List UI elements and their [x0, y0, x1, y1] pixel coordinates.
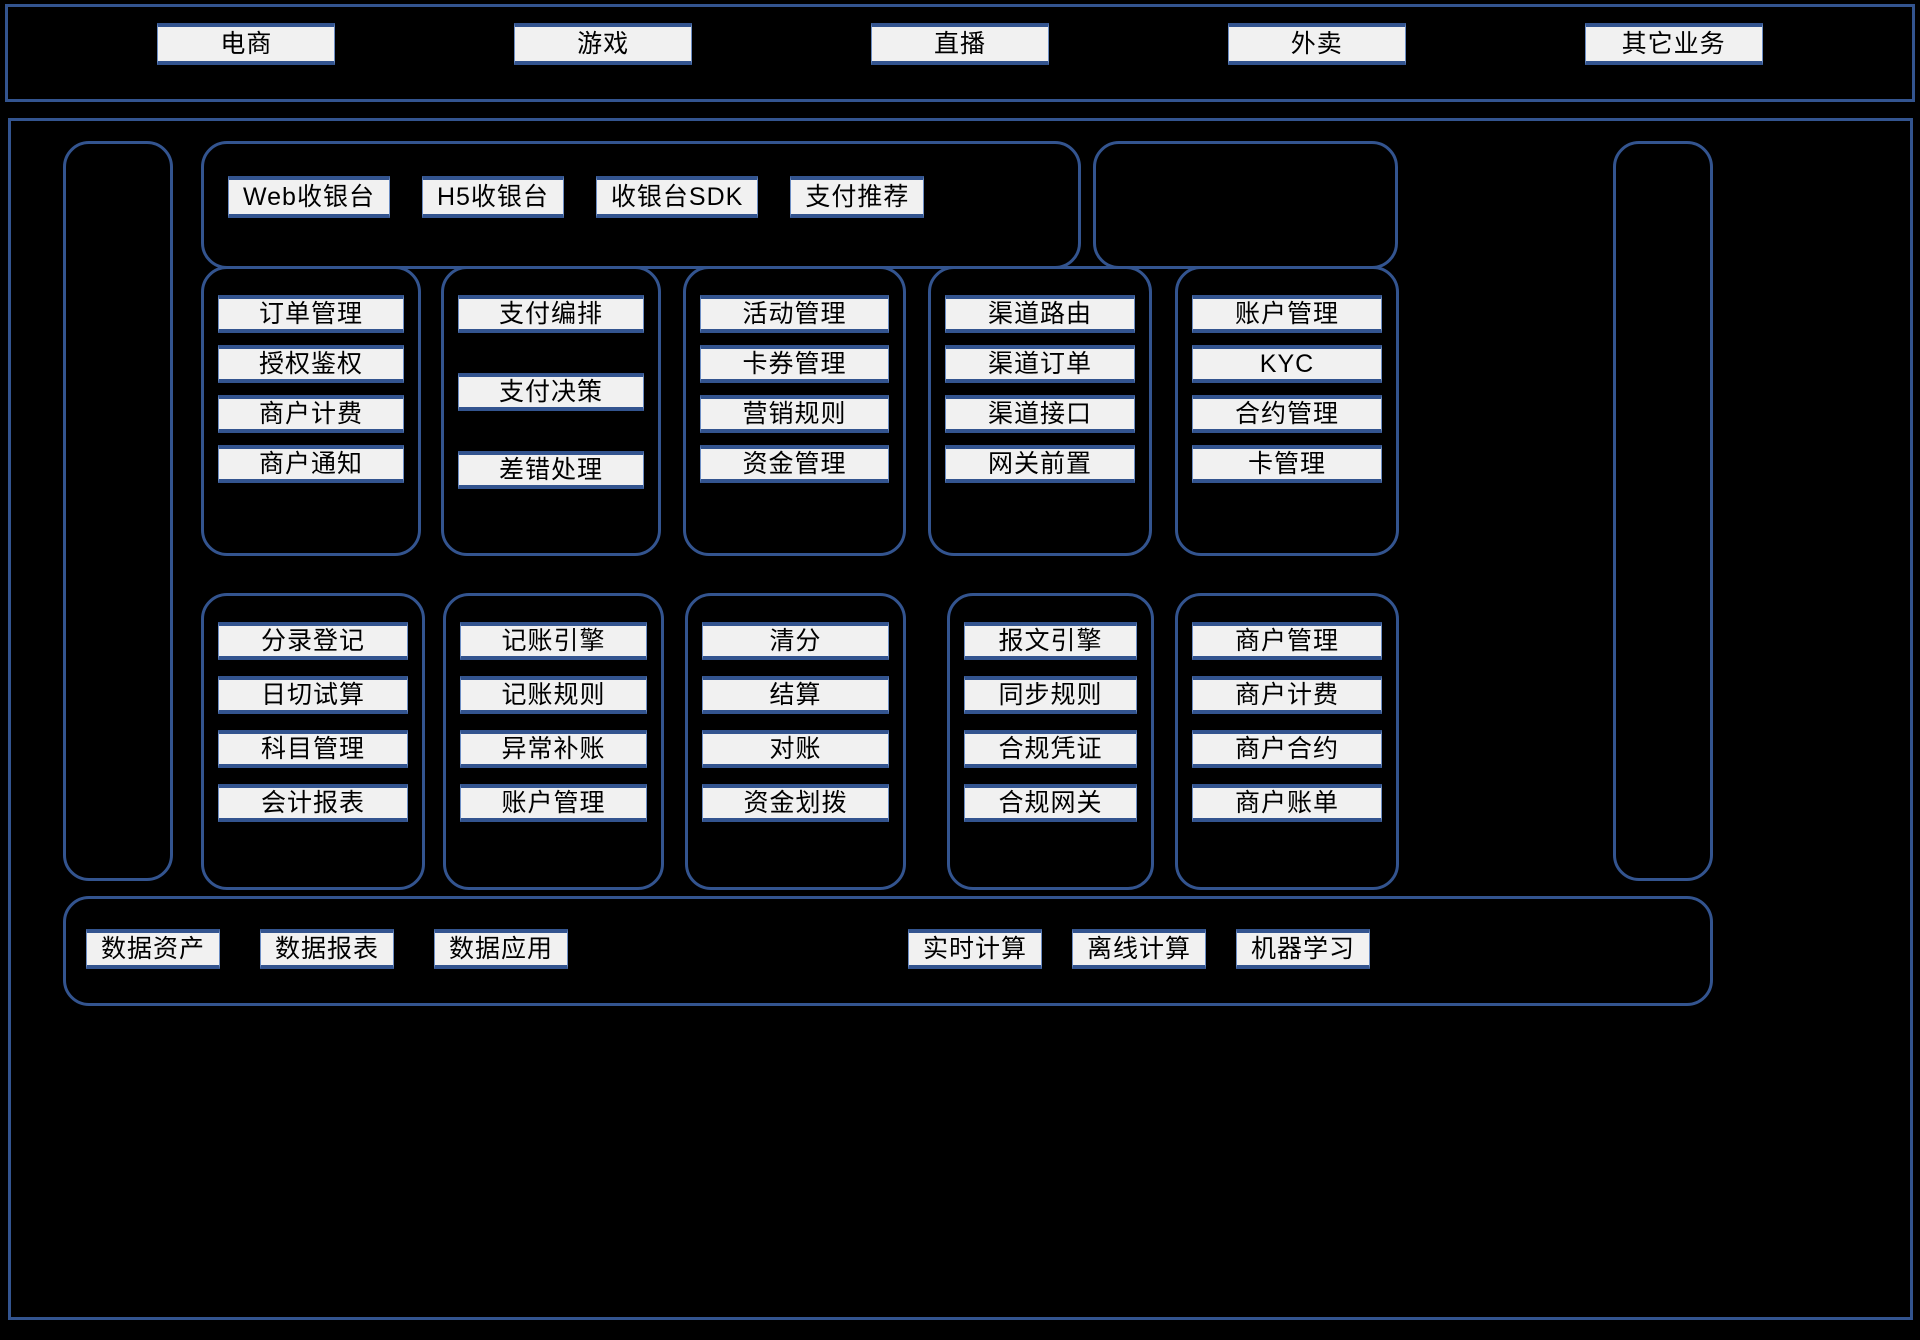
- account-item-account-management[interactable]: 账户管理: [1192, 295, 1382, 333]
- data-item-reports[interactable]: 数据报表: [260, 929, 395, 969]
- bookkeeping-entry-group: 分录登记 日切试算 科目管理 会计报表: [201, 593, 425, 890]
- order-items: 订单管理 授权鉴权 商户计费 商户通知: [218, 295, 404, 483]
- clearing-item-split[interactable]: 清分: [702, 622, 889, 660]
- payment-item-orchestration[interactable]: 支付编排: [458, 295, 644, 333]
- marketing-item-rules[interactable]: 营销规则: [700, 395, 889, 433]
- account-item-kyc[interactable]: KYC: [1192, 345, 1382, 383]
- bookkeeping-entry-items: 分录登记 日切试算 科目管理 会计报表: [218, 622, 408, 822]
- order-item-merchant-billing[interactable]: 商户计费: [218, 395, 404, 433]
- clearing-items: 清分 结算 对账 资金划拨: [702, 622, 889, 822]
- channel-item-interface[interactable]: 渠道接口: [945, 395, 1135, 433]
- marketing-item-campaign[interactable]: 活动管理: [700, 295, 889, 333]
- right-rail-group: [1613, 141, 1713, 881]
- merchant-item-statement[interactable]: 商户账单: [1192, 784, 1382, 822]
- payment-platform-frame: Web收银台 H5收银台 收银台SDK 支付推荐 订单管理 授权鉴权 商户计费 …: [8, 118, 1913, 1320]
- marketing-group: 活动管理 卡券管理 营销规则 资金管理: [683, 266, 906, 556]
- bookkeeping-item-daily-cutoff[interactable]: 日切试算: [218, 676, 408, 714]
- business-line-game[interactable]: 游戏: [514, 23, 693, 65]
- left-rail-group: [63, 141, 173, 881]
- payment-orchestration-group: 支付编排 支付决策 差错处理: [441, 266, 661, 556]
- clearing-item-fund-transfer[interactable]: 资金划拨: [702, 784, 889, 822]
- channel-items: 渠道路由 渠道订单 渠道接口 网关前置: [945, 295, 1135, 483]
- cashier-item-h5[interactable]: H5收银台: [421, 176, 564, 218]
- cashier-item-recommendation[interactable]: 支付推荐: [790, 176, 925, 218]
- business-line-other[interactable]: 其它业务: [1584, 23, 1763, 65]
- ledger-item-rules[interactable]: 记账规则: [460, 676, 647, 714]
- merchant-group: 商户管理 商户计费 商户合约 商户账单: [1175, 593, 1399, 890]
- business-line-takeout[interactable]: 外卖: [1227, 23, 1406, 65]
- marketing-items: 活动管理 卡券管理 营销规则 资金管理: [700, 295, 889, 483]
- ledger-engine-group: 记账引擎 记账规则 异常补账 账户管理: [443, 593, 664, 890]
- clearing-group: 清分 结算 对账 资金划拨: [685, 593, 906, 890]
- payment-item-error-handling[interactable]: 差错处理: [458, 451, 644, 489]
- account-item-contract[interactable]: 合约管理: [1192, 395, 1382, 433]
- payment-item-decision[interactable]: 支付决策: [458, 373, 644, 411]
- order-item-authorization[interactable]: 授权鉴权: [218, 345, 404, 383]
- business-line-ecommerce[interactable]: 电商: [157, 23, 336, 65]
- clearing-item-settlement[interactable]: 结算: [702, 676, 889, 714]
- channel-item-gateway-front[interactable]: 网关前置: [945, 445, 1135, 483]
- marketing-item-fund-management[interactable]: 资金管理: [700, 445, 889, 483]
- compliance-items: 报文引擎 同步规则 合规凭证 合规网关: [964, 622, 1137, 822]
- cashier-group: Web收银台 H5收银台 收银台SDK 支付推荐: [201, 141, 1081, 269]
- business-line-slot: 外卖: [1138, 23, 1495, 65]
- channel-group: 渠道路由 渠道订单 渠道接口 网关前置: [928, 266, 1152, 556]
- clearing-item-reconciliation[interactable]: 对账: [702, 730, 889, 768]
- business-line-slot: 其它业务: [1495, 23, 1852, 65]
- cashier-item-web[interactable]: Web收银台: [228, 176, 390, 218]
- data-platform-group: 数据资产 数据报表 数据应用 实时计算 离线计算 机器学习: [63, 896, 1713, 1006]
- channel-item-order[interactable]: 渠道订单: [945, 345, 1135, 383]
- business-lines-row: 电商 游戏 直播 外卖 其它业务: [8, 23, 1912, 65]
- marketing-item-coupon[interactable]: 卡券管理: [700, 345, 889, 383]
- business-line-slot: 直播: [782, 23, 1139, 65]
- business-line-slot: 电商: [68, 23, 425, 65]
- business-line-slot: 游戏: [425, 23, 782, 65]
- account-items: 账户管理 KYC 合约管理 卡管理: [1192, 295, 1382, 483]
- merchant-item-contract[interactable]: 商户合约: [1192, 730, 1382, 768]
- compliance-item-voucher[interactable]: 合规凭证: [964, 730, 1137, 768]
- business-line-livestream[interactable]: 直播: [870, 23, 1049, 65]
- compliance-item-gateway[interactable]: 合规网关: [964, 784, 1137, 822]
- ledger-item-engine[interactable]: 记账引擎: [460, 622, 647, 660]
- data-item-realtime-compute[interactable]: 实时计算: [908, 929, 1043, 969]
- bookkeeping-item-accounting-report[interactable]: 会计报表: [218, 784, 408, 822]
- merchant-item-management[interactable]: 商户管理: [1192, 622, 1382, 660]
- compliance-item-sync-rules[interactable]: 同步规则: [964, 676, 1137, 714]
- bookkeeping-item-subject-management[interactable]: 科目管理: [218, 730, 408, 768]
- data-item-assets[interactable]: 数据资产: [86, 929, 221, 969]
- data-platform-left-items: 数据资产 数据报表 数据应用: [86, 929, 569, 969]
- data-item-machine-learning[interactable]: 机器学习: [1236, 929, 1371, 969]
- payment-orchestration-items: 支付编排 支付决策 差错处理: [458, 295, 644, 489]
- account-group: 账户管理 KYC 合约管理 卡管理: [1175, 266, 1399, 556]
- ledger-item-exception-repair[interactable]: 异常补账: [460, 730, 647, 768]
- cashier-item-sdk[interactable]: 收银台SDK: [595, 176, 759, 218]
- merchant-items: 商户管理 商户计费 商户合约 商户账单: [1192, 622, 1382, 822]
- business-lines-frame: 电商 游戏 直播 外卖 其它业务: [5, 4, 1915, 102]
- bookkeeping-item-entry-registration[interactable]: 分录登记: [218, 622, 408, 660]
- channel-item-routing[interactable]: 渠道路由: [945, 295, 1135, 333]
- data-platform-right-items: 实时计算 离线计算 机器学习: [908, 929, 1371, 969]
- data-item-offline-compute[interactable]: 离线计算: [1072, 929, 1207, 969]
- compliance-item-message-engine[interactable]: 报文引擎: [964, 622, 1137, 660]
- order-item-merchant-notify[interactable]: 商户通知: [218, 445, 404, 483]
- data-item-applications[interactable]: 数据应用: [434, 929, 569, 969]
- cashier-spare-group: [1093, 141, 1398, 269]
- order-item-order-management[interactable]: 订单管理: [218, 295, 404, 333]
- ledger-item-account-management[interactable]: 账户管理: [460, 784, 647, 822]
- order-group: 订单管理 授权鉴权 商户计费 商户通知: [201, 266, 421, 556]
- merchant-item-billing[interactable]: 商户计费: [1192, 676, 1382, 714]
- cashier-items-row: Web收银台 H5收银台 收银台SDK 支付推荐: [228, 176, 925, 218]
- compliance-group: 报文引擎 同步规则 合规凭证 合规网关: [947, 593, 1154, 890]
- account-item-card[interactable]: 卡管理: [1192, 445, 1382, 483]
- ledger-engine-items: 记账引擎 记账规则 异常补账 账户管理: [460, 622, 647, 822]
